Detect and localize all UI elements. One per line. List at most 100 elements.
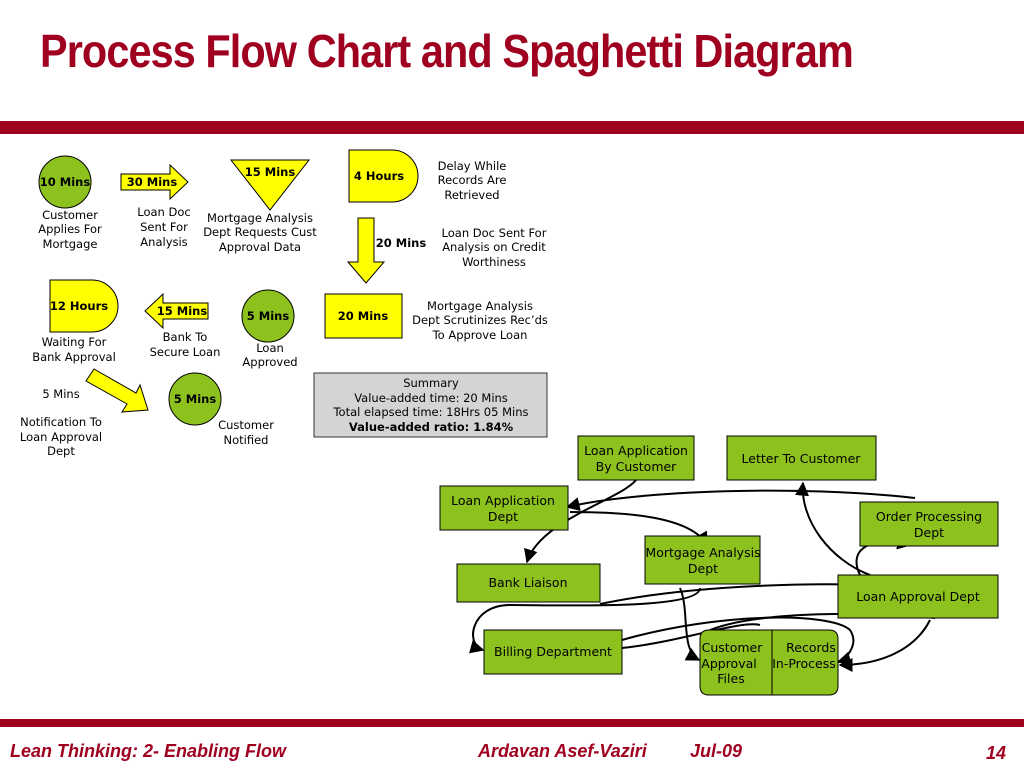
svg-text:Customer: Customer (702, 640, 764, 655)
path-mortgage-to-bilroll (468, 587, 701, 654)
step-time: 20 Mins (338, 309, 389, 323)
svg-text:Dept: Dept (47, 444, 75, 458)
svg-text:Records: Records (786, 640, 836, 655)
svg-text:Sent For: Sent For (140, 220, 188, 234)
dept-box-billing: Billing Department (483, 629, 623, 675)
svg-text:Order Processing: Order Processing (876, 509, 982, 524)
path-loanapproval-to-order (855, 535, 912, 576)
operation-circle-customer-notified: 5 Mins (168, 372, 222, 426)
footer-divider-bar (0, 719, 1024, 727)
svg-text:Loan Doc: Loan Doc (137, 205, 190, 219)
step-time: 15 Mins (245, 165, 296, 179)
svg-text:Dept Scrutinizes Rec’ds: Dept Scrutinizes Rec’ds (412, 313, 548, 327)
step-label-bank-secure-loan: Bank To Secure Loan (150, 330, 221, 359)
svg-text:Bank Approval: Bank Approval (32, 350, 116, 364)
step-label-requests-approval: Mortgage Analysis Dept Requests Cust App… (203, 211, 317, 254)
svg-text:Dept: Dept (688, 561, 718, 576)
step-time: 15 Mins (157, 304, 208, 318)
delay-shape-records-retrieved: 4 Hours (348, 149, 419, 203)
svg-text:Notification To: Notification To (20, 415, 102, 429)
dept-box-loan-approval: Loan Approval Dept (837, 574, 999, 619)
title-divider-bar (0, 121, 1024, 134)
svg-text:By Customer: By Customer (596, 459, 678, 474)
svg-text:Retrieved: Retrieved (444, 188, 499, 202)
step-label-waiting-bank-approval: Waiting For Bank Approval (32, 335, 116, 364)
step-label-records-retrieved: Delay While Records Are Retrieved (438, 159, 507, 202)
svg-text:Customer: Customer (218, 418, 274, 432)
step-time: 4 Hours (354, 169, 404, 183)
svg-text:Worthiness: Worthiness (462, 255, 526, 269)
svg-text:Mortgage Analysis: Mortgage Analysis (427, 299, 533, 313)
step-label-loan-doc-sent: Loan Doc Sent For Analysis (137, 205, 190, 249)
svg-text:Loan Application: Loan Application (584, 443, 688, 458)
svg-text:To Approve Loan: To Approve Loan (432, 328, 528, 342)
dept-box-mortgage-analysis: Mortgage Analysis Dept (644, 535, 761, 585)
svg-text:Bank Liaison: Bank Liaison (488, 575, 567, 590)
step-time-sent-for-credit: 20 Mins (376, 236, 427, 250)
svg-text:Secure Loan: Secure Loan (150, 345, 221, 359)
svg-text:Analysis on Credit: Analysis on Credit (442, 240, 546, 254)
path-mortgage-to-files (679, 587, 701, 661)
transport-arrow-loan-doc-sent: 30 Mins (120, 163, 189, 201)
svg-text:In-Process: In-Process (772, 656, 836, 671)
svg-text:Loan Application: Loan Application (451, 493, 555, 508)
svg-text:Records Are: Records Are (438, 173, 507, 187)
svg-text:Loan Approval Dept: Loan Approval Dept (856, 589, 980, 604)
delay-shape-waiting-bank-approval: 12 Hours (49, 279, 119, 333)
svg-text:Waiting For: Waiting For (42, 335, 107, 349)
svg-text:Dept: Dept (914, 525, 944, 540)
svg-text:Bank To: Bank To (163, 330, 208, 344)
footer-page-number: 14 (986, 743, 1007, 763)
footer-date: Jul-09 (690, 741, 743, 761)
footer-author: Ardavan Asef-Vaziri (478, 741, 647, 761)
svg-text:Analysis: Analysis (140, 235, 187, 249)
step-time: 5 Mins (174, 392, 217, 406)
step-time-notification: 5 Mins (42, 387, 79, 401)
svg-text:Approval Data: Approval Data (219, 240, 301, 254)
dept-box-loan-application-dept: Loan Application Dept (439, 485, 569, 531)
path-billing-to-records (621, 616, 855, 666)
svg-text:Delay While: Delay While (438, 159, 507, 173)
operation-circle-customer-applies: 10 Mins (38, 155, 92, 209)
dept-box-loan-application-by-customer: Loan Application By Customer (577, 435, 695, 481)
svg-text:Approval: Approval (701, 656, 756, 671)
slide-title: Process Flow Chart and Spaghetti Diagram (40, 25, 854, 77)
step-time: 5 Mins (247, 309, 290, 323)
dept-box-records-in-process: Records In-Process (771, 629, 839, 696)
dept-box-order-processing: Order Processing Dept (859, 501, 999, 547)
dept-box-customer-approval-files: Customer Approval Files (699, 629, 773, 696)
step-time: 12 Hours (50, 299, 108, 313)
svg-text:Dept Requests Cust: Dept Requests Cust (203, 225, 317, 239)
step-label-loan-approved: Loan Approved (242, 341, 297, 369)
summary-ratio: Value-added ratio: 1.84% (349, 420, 514, 434)
svg-text:Customer: Customer (42, 208, 98, 222)
dept-box-letter-to-customer: Letter To Customer (726, 435, 877, 481)
svg-text:Mortgage: Mortgage (43, 237, 98, 251)
operation-circle-loan-approved: 5 Mins (241, 289, 295, 343)
svg-text:Mortgage Analysis: Mortgage Analysis (645, 545, 760, 560)
svg-text:Loan: Loan (256, 341, 284, 355)
summary-heading: Summary (403, 376, 459, 390)
svg-text:Billing Department: Billing Department (494, 644, 612, 659)
svg-text:Loan Doc Sent For: Loan Doc Sent For (442, 226, 547, 240)
footer-course-title: Lean Thinking: 2- Enabling Flow (10, 741, 286, 761)
step-label-notification: Notification To Loan Approval Dept (20, 415, 102, 458)
step-label-scrutinizes-records: Mortgage Analysis Dept Scrutinizes Rec’d… (412, 299, 548, 342)
svg-text:Letter To Customer: Letter To Customer (742, 451, 862, 466)
path-loanapproval-to-records (838, 619, 931, 672)
inventory-triangle-requests-approval: 15 Mins (229, 159, 311, 211)
step-label-customer-applies: Customer Applies For Mortgage (38, 208, 102, 251)
operation-box-scrutinizes-records: 20 Mins (324, 293, 403, 339)
summary-elapsed: Total elapsed time: 18Hrs 05 Mins (332, 405, 528, 419)
dept-box-bank-liaison: Bank Liaison (456, 563, 601, 603)
svg-text:Applies For: Applies For (38, 222, 102, 236)
step-time: 30 Mins (127, 175, 178, 189)
path-order-to-appdept (565, 489, 916, 511)
summary-box: Summary Value-added time: 20 Mins Total … (313, 372, 548, 438)
svg-text:Notified: Notified (224, 433, 269, 447)
svg-text:Approved: Approved (242, 355, 297, 369)
step-label-customer-notified: Customer Notified (218, 418, 274, 447)
svg-text:Dept: Dept (488, 509, 518, 524)
step-label-sent-for-credit: Loan Doc Sent For Analysis on Credit Wor… (442, 226, 547, 269)
